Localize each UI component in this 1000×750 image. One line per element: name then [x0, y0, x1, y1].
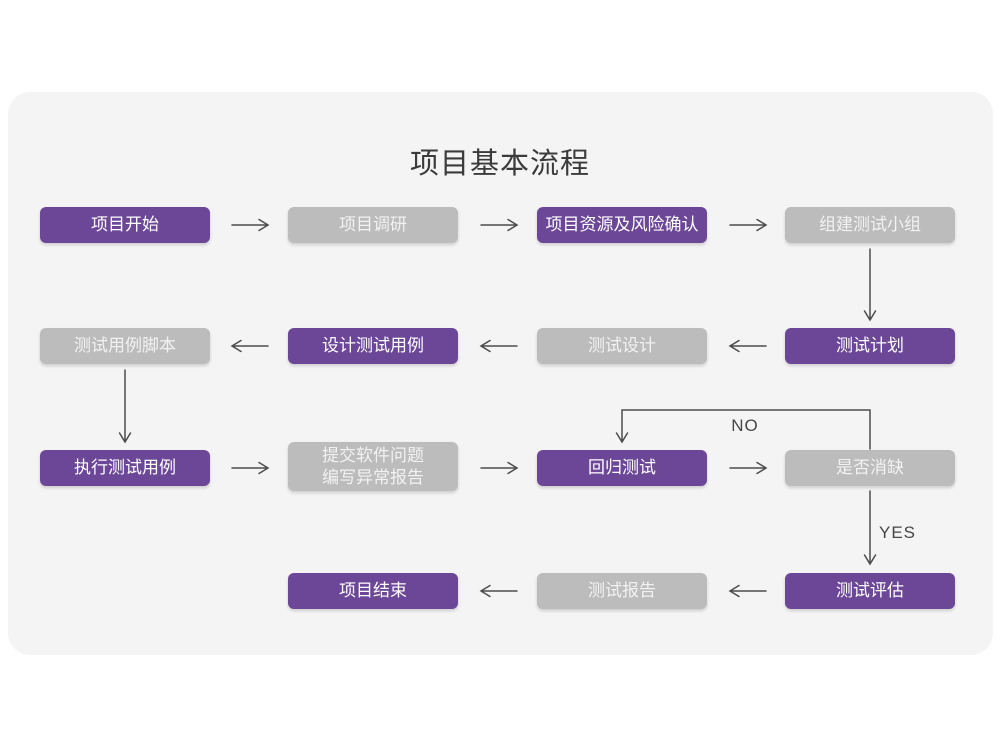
- flow-node-case-script: 测试用例脚本: [40, 328, 210, 364]
- page-title: 项目基本流程: [409, 148, 590, 180]
- yes-branch-label: YES: [879, 523, 917, 542]
- flow-node-risk-confirm: 项目资源及风险确认: [537, 207, 707, 243]
- flow-node-project-end: 项目结束: [288, 573, 458, 609]
- flow-node-test-design: 测试设计: [537, 328, 707, 364]
- no-branch-label: NO: [731, 416, 759, 435]
- flow-node-project-research: 项目调研: [288, 207, 458, 243]
- flow-node-issue-report: 提交软件问题 编写异常报告: [288, 442, 458, 491]
- flow-node-test-evaluate: 测试评估: [785, 573, 955, 609]
- flow-node-execute-cases: 执行测试用例: [40, 450, 210, 486]
- flowchart-card: [8, 92, 993, 655]
- flow-node-project-start: 项目开始: [40, 207, 210, 243]
- flow-node-case-design: 设计测试用例: [288, 328, 458, 364]
- flow-node-regression-test: 回归测试: [537, 450, 707, 486]
- flow-node-build-team: 组建测试小组: [785, 207, 955, 243]
- flow-node-defect-check: 是否消缺: [785, 450, 955, 486]
- flow-node-test-report: 测试报告: [537, 573, 707, 609]
- flow-node-test-plan: 测试计划: [785, 328, 955, 364]
